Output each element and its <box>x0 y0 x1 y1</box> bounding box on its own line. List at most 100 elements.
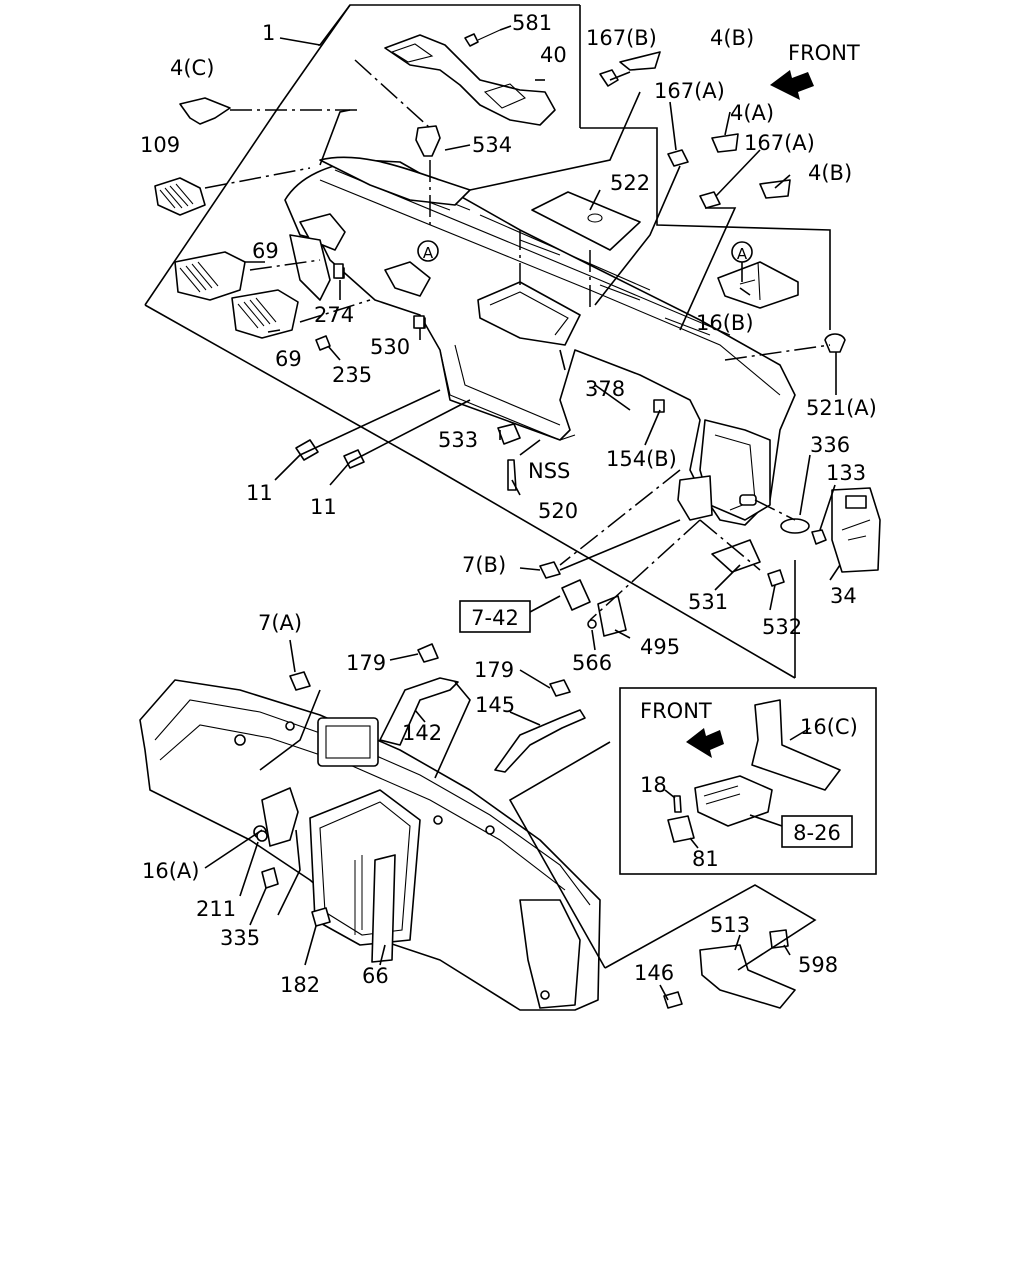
bolt-7b <box>539 561 561 579</box>
front-arrow-icon <box>770 70 814 100</box>
bracket-513 <box>699 944 796 1009</box>
bolt-7a <box>289 671 311 691</box>
callout-4b-top: 4(B) <box>710 26 754 50</box>
callout-16a: 16(A) <box>142 859 199 883</box>
bolt-167a-1 <box>667 149 689 167</box>
callout-378: 378 <box>585 377 625 401</box>
clip-4b-top <box>619 51 661 71</box>
bracket-16b <box>717 261 799 309</box>
clip-530 <box>413 315 425 329</box>
upper-small-parts <box>154 29 881 637</box>
reference-markers: A A <box>417 240 753 282</box>
clip-335 <box>261 867 279 889</box>
ref-box-8-26 <box>781 815 853 848</box>
bolt-167a-2 <box>699 191 721 209</box>
callout-534: 534 <box>472 133 512 157</box>
lower-leader-lines <box>204 639 817 1001</box>
reference-boxes: 7-42 8-26 <box>459 600 853 848</box>
callout-566: 566 <box>572 651 612 675</box>
duct-40 <box>384 34 556 126</box>
clip-274 <box>333 263 344 279</box>
bracket-16a <box>261 787 299 847</box>
callout-7b: 7(B) <box>462 553 506 577</box>
marker-a-2-label: A <box>737 245 748 263</box>
bracket-495 <box>597 595 627 637</box>
callout-335: 335 <box>220 926 260 950</box>
nut-566 <box>587 619 597 629</box>
callout-513: 513 <box>710 913 750 937</box>
front-label-inset: FRONT <box>640 699 712 723</box>
vent-69-lower <box>231 289 299 339</box>
callout-4c: 4(C) <box>170 56 214 80</box>
callout-167a-2: 167(A) <box>744 131 815 155</box>
inset-front-arrow-icon <box>686 728 724 758</box>
instrument-panel-assembly <box>284 156 796 526</box>
nut-211 <box>256 830 268 842</box>
clip-521a <box>824 333 846 353</box>
frame-assembly <box>139 643 796 1011</box>
upper-leader-lines <box>144 4 841 679</box>
cover-522 <box>531 191 641 251</box>
callout-66: 66 <box>362 964 389 988</box>
module-8-26 <box>694 775 773 827</box>
bolt-179-left <box>417 643 439 663</box>
bracket-145 <box>494 709 586 773</box>
dashboard-top-shroud <box>319 156 471 206</box>
screw-235 <box>315 335 331 351</box>
bolt-11-left <box>295 439 319 461</box>
clip-4c <box>179 97 231 125</box>
callout-274: 274 <box>314 303 354 327</box>
bolt-179-right <box>549 679 571 697</box>
callout-179-left: 179 <box>346 651 386 675</box>
callout-146: 146 <box>634 961 674 985</box>
inset-frame <box>619 687 877 875</box>
callout-nss: NSS <box>528 459 570 483</box>
callout-336: 336 <box>810 433 850 457</box>
screw-581 <box>464 33 479 47</box>
callout-531: 531 <box>688 590 728 614</box>
clip-4a <box>711 133 739 153</box>
screw-18 <box>673 795 682 813</box>
callout-530: 530 <box>370 335 410 359</box>
callout-11-right: 11 <box>310 495 337 519</box>
unit-7-42 <box>561 579 591 611</box>
cover-34 <box>831 487 881 573</box>
bracket-531 <box>711 539 761 573</box>
callout-532: 532 <box>762 615 802 639</box>
ref-8-26: 8-26 <box>793 821 841 845</box>
callout-145: 145 <box>475 693 515 717</box>
callout-7a: 7(A) <box>258 611 302 635</box>
callout-133: 133 <box>826 461 866 485</box>
inset-detail: FRONT <box>619 687 877 875</box>
bracket-533 <box>497 423 521 445</box>
clip-4b-right <box>759 179 791 199</box>
pad-81 <box>667 815 695 843</box>
callout-4a: 4(A) <box>730 101 774 125</box>
callout-581: 581 <box>512 11 552 35</box>
front-arrow-top: FRONT <box>770 41 860 100</box>
callout-16c: 16(C) <box>800 715 858 739</box>
clip-598 <box>769 929 789 949</box>
callout-1: 1 <box>262 21 275 45</box>
callout-182: 182 <box>280 973 320 997</box>
washer-336 <box>780 518 810 534</box>
callout-labels: 1 581 40 167(B) 4(B) 4(C) 534 167(A) 4(A… <box>140 11 877 997</box>
ref-box-7-42 <box>459 600 531 633</box>
marker-a-1-label: A <box>423 244 434 262</box>
bolt-146 <box>663 991 683 1009</box>
clip-534 <box>415 125 441 157</box>
callout-167a-1: 167(A) <box>654 79 725 103</box>
callout-179-right: 179 <box>474 658 514 682</box>
callout-521a: 521(A) <box>806 396 877 420</box>
callout-109: 109 <box>140 133 180 157</box>
callout-211: 211 <box>196 897 236 921</box>
dashboard-center-vent <box>384 261 431 297</box>
dashboard-left-vent <box>299 213 346 251</box>
screw-133 <box>811 529 827 545</box>
callout-154b: 154(B) <box>606 447 677 471</box>
bolt-167b <box>599 69 619 87</box>
bracket-16c <box>751 699 841 791</box>
callout-69-upper: 69 <box>252 239 279 263</box>
callout-4b-right: 4(B) <box>808 161 852 185</box>
